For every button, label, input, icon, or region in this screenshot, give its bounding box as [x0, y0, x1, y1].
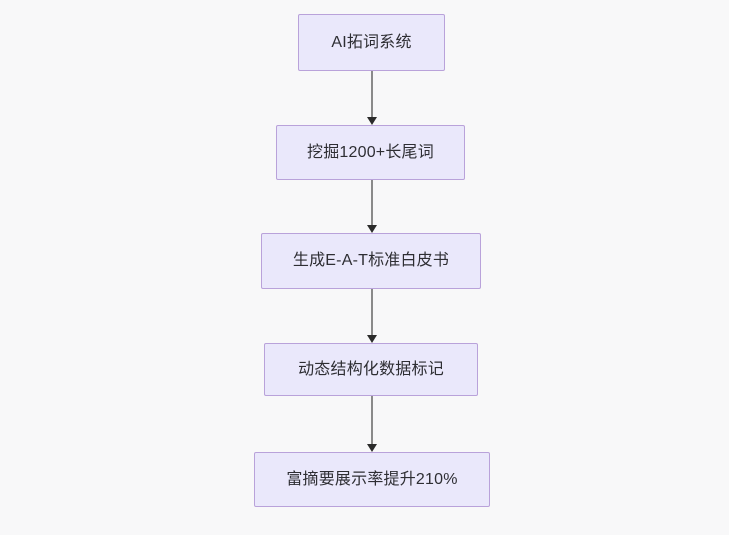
flow-node-label: AI拓词系统 [331, 33, 412, 51]
flow-node-label: 生成E-A-T标准白皮书 [292, 252, 450, 269]
flow-node-ai-keyword-system[interactable]: AI拓词系统 [298, 14, 445, 71]
arrowhead-icon [367, 225, 377, 233]
flow-node-label: 富摘要展示率提升210% [286, 470, 458, 488]
flow-node-label: 动态结构化数据标记 [298, 360, 444, 378]
arrowhead-icon [367, 335, 377, 343]
arrowhead-icon [367, 444, 377, 452]
connector-line [371, 71, 373, 117]
flow-node-dynamic-structured-data-markup[interactable]: 动态结构化数据标记 [264, 343, 478, 396]
arrowhead-icon [367, 117, 377, 125]
connector-line [371, 180, 373, 225]
flow-node-label: 挖掘1200+长尾词 [307, 143, 434, 161]
connector-line [371, 396, 373, 444]
flow-node-rich-snippet-rate-increase[interactable]: 富摘要展示率提升210% [254, 452, 490, 507]
connector-line [371, 289, 373, 335]
flow-node-mine-longtail-keywords[interactable]: 挖掘1200+长尾词 [276, 125, 465, 180]
flow-node-generate-eat-whitepaper[interactable]: 生成E-A-T标准白皮书 [261, 233, 481, 289]
